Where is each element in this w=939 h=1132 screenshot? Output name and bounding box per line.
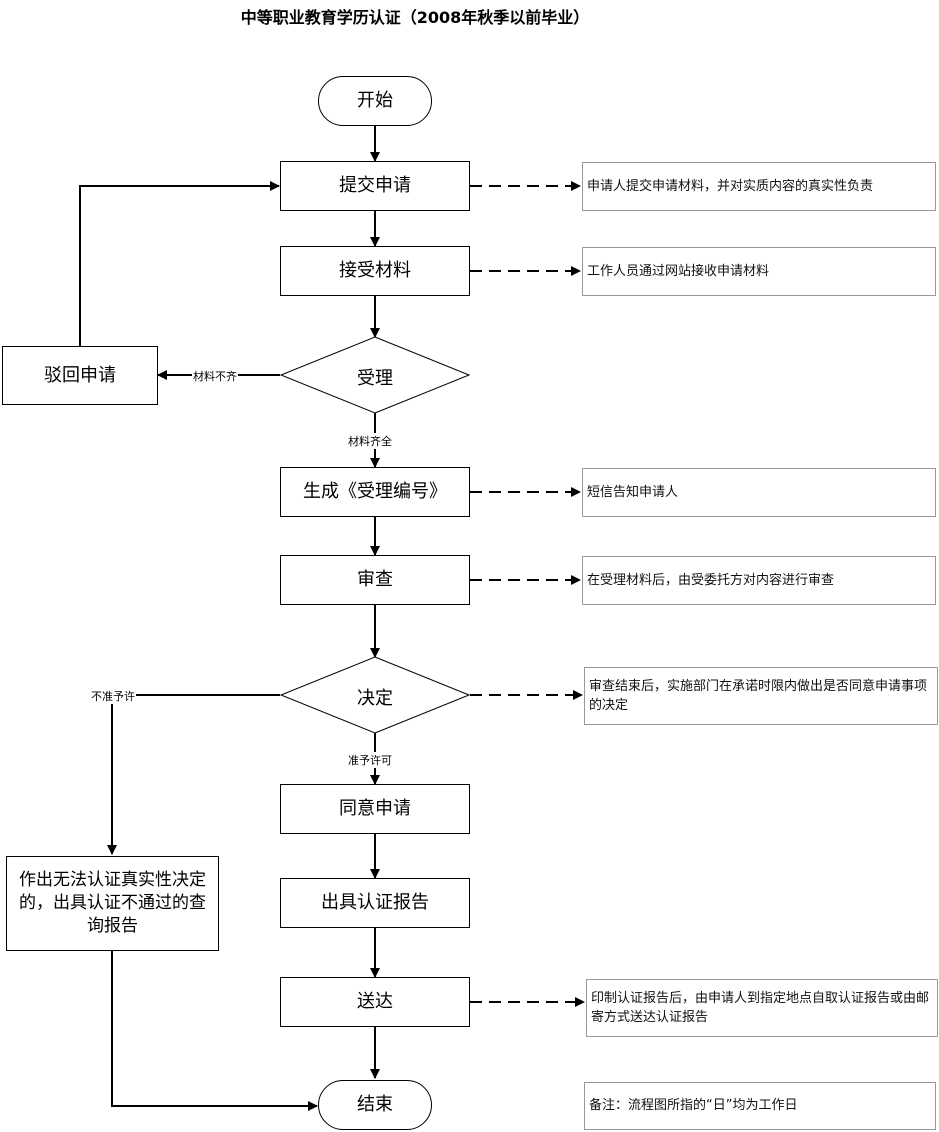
review-node: 审查 (280, 555, 470, 605)
submit-note: 申请人提交申请材料，并对实质内容的真实性负责 (582, 162, 936, 211)
generate-note: 短信告知申请人 (582, 468, 936, 517)
arrow-deny-end (111, 950, 318, 1111)
receive-note: 工作人员通过网站接收申请材料 (582, 247, 936, 296)
incomplete-label: 材料不齐 (192, 368, 238, 384)
decide-node-label: 决定 (357, 688, 393, 709)
decide-diamond (279, 656, 471, 734)
deny-node: 作出无法认证真实性决定的，出具认证不通过的查询报告 (6, 856, 219, 951)
generate-node: 生成《受理编号》 (280, 467, 470, 517)
issue-node: 出具认证报告 (280, 878, 470, 928)
accept-node-label: 受理 (357, 368, 393, 389)
remark-note: 备注：流程图所指的“日”均为工作日 (584, 1082, 936, 1130)
reject-node: 驳回申请 (2, 346, 158, 405)
decide-note: 审查结束后，实施部门在承诺时限内做出是否同意申请事项的决定 (584, 667, 938, 725)
accept-diamond (279, 336, 471, 414)
complete-label: 材料齐全 (347, 433, 393, 449)
not-permit-label: 不准予许 (90, 688, 136, 704)
review-note: 在受理材料后，由受委托方对内容进行审查 (582, 556, 936, 605)
submit-node: 提交申请 (280, 161, 470, 211)
permit-label: 准予许可 (347, 752, 393, 768)
page-title: 中等职业教育学历认证（2008年秋季以前毕业） (240, 8, 590, 27)
arrow-reject-submit (79, 181, 280, 346)
deliver-node: 送达 (280, 977, 470, 1027)
agree-node: 同意申请 (280, 784, 470, 834)
start-node: 开始 (318, 76, 432, 126)
receive-node: 接受材料 (280, 246, 470, 296)
arrow-decide-deny (107, 694, 280, 855)
deliver-note: 印制认证报告后，由申请人到指定地点自取认证报告或由邮寄方式送达认证报告 (586, 979, 938, 1037)
end-node: 结束 (318, 1080, 432, 1130)
